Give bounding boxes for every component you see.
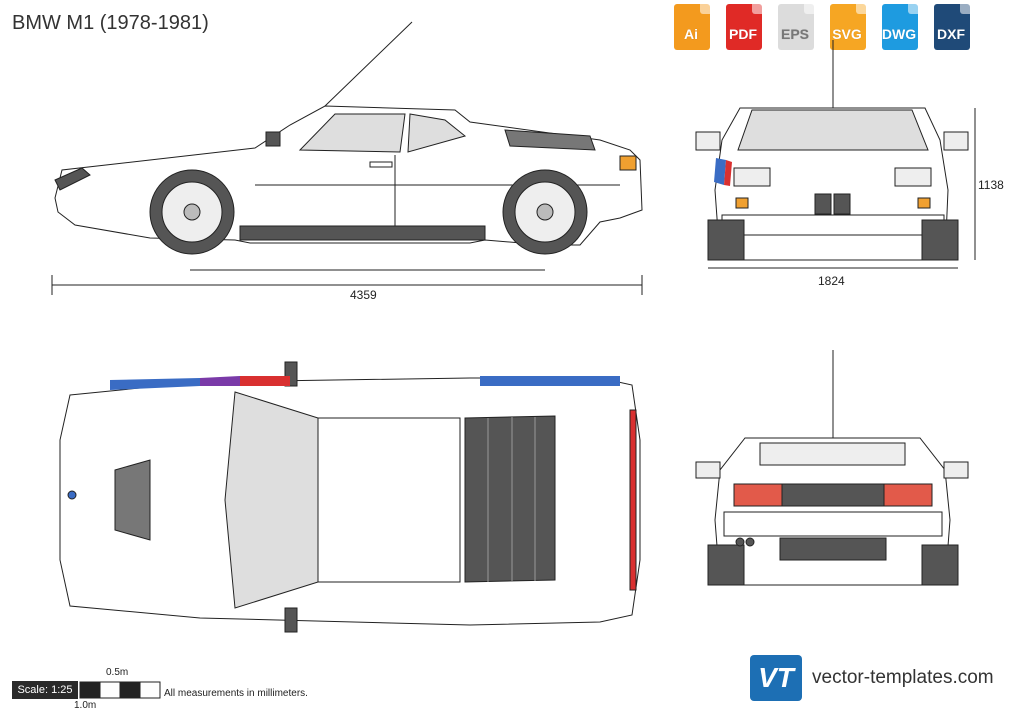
top-taillight-strip: [629, 409, 637, 591]
rear-tire-left: [707, 544, 745, 586]
side-door-handle: [369, 161, 393, 168]
top-roof: [317, 417, 461, 583]
side-spoiler: [54, 167, 91, 191]
svg-format-icon[interactable]: SVG: [824, 4, 870, 52]
eps-format-icon[interactable]: EPS: [772, 4, 818, 52]
front-grille-right: [833, 193, 851, 215]
front-stripe-red: [724, 160, 732, 186]
scale-bar-seg-1: [79, 681, 101, 699]
rear-plate-area: [781, 483, 885, 507]
side-window: [298, 113, 406, 153]
rear-taillight-right: [883, 483, 933, 507]
rear-tire-right: [921, 544, 959, 586]
front-mirror-left: [695, 131, 721, 151]
side-front-hub: [183, 203, 201, 221]
top-stripe-blue: [110, 378, 200, 390]
side-antenna: [324, 21, 413, 107]
rear-taillight-left: [733, 483, 783, 507]
front-mirror-right: [943, 131, 969, 151]
scale-bar: [79, 681, 161, 699]
top-rear-louvers: [464, 415, 556, 583]
front-grille-left: [814, 193, 832, 215]
pdf-format-icon[interactable]: PDF: [720, 4, 766, 52]
side-mirror: [265, 131, 281, 147]
top-bmw-badge: [67, 490, 77, 500]
rear-louvers: [759, 442, 906, 466]
top-stripe-red: [240, 376, 290, 386]
front-stripe-blue: [714, 158, 726, 185]
side-taillight: [619, 155, 637, 171]
front-indicator-left: [735, 197, 749, 209]
top-stripe-rear: [480, 376, 620, 386]
vt-logo[interactable]: VT: [750, 655, 802, 701]
rear-exhaust-right: [745, 537, 755, 547]
front-tire-right: [921, 219, 959, 261]
top-mirror-right: [284, 607, 298, 633]
scale-label: Scale: 1:25: [12, 681, 78, 699]
front-indicator-right: [917, 197, 931, 209]
brand-url[interactable]: vector-templates.com: [812, 667, 994, 688]
front-tire-left: [707, 219, 745, 261]
rear-diffuser: [779, 537, 887, 561]
rear-view: [695, 350, 969, 586]
length-dimension: 4359: [350, 288, 377, 302]
dwg-format-icon[interactable]: DWG: [876, 4, 922, 52]
format-icons: Ai PDF EPS SVG DWG DXF: [668, 4, 974, 52]
side-vent: [504, 129, 596, 151]
scale-half-label: 0.5m: [106, 667, 129, 678]
height-dimension: 1138: [978, 178, 1004, 192]
side-view: [51, 21, 643, 295]
front-headlight-right: [894, 167, 932, 187]
side-rear-window: [407, 113, 467, 153]
rear-exhaust-left: [735, 537, 745, 547]
scale-one-label: 1.0m: [74, 700, 97, 711]
front-lower-bumper: [721, 214, 945, 236]
side-sill: [239, 225, 486, 241]
rear-bumper: [723, 511, 943, 537]
front-windshield: [737, 109, 929, 151]
top-view: [59, 361, 641, 633]
ai-format-icon[interactable]: Ai: [668, 4, 714, 52]
front-view: [695, 40, 976, 269]
measurement-note: All measurements in millimeters.: [164, 688, 308, 699]
rear-mirror-right: [943, 461, 969, 479]
dxf-format-icon[interactable]: DXF: [928, 4, 974, 52]
scale-bar-seg-2: [119, 681, 141, 699]
width-dimension: 1824: [818, 274, 845, 288]
top-hood-vents: [114, 459, 151, 541]
top-windshield: [224, 391, 319, 609]
side-rear-hub: [536, 203, 554, 221]
page-title: BMW M1 (1978-1981): [12, 12, 209, 34]
rear-mirror-left: [695, 461, 721, 479]
top-stripe-purple: [200, 376, 240, 386]
front-headlight-left: [733, 167, 771, 187]
